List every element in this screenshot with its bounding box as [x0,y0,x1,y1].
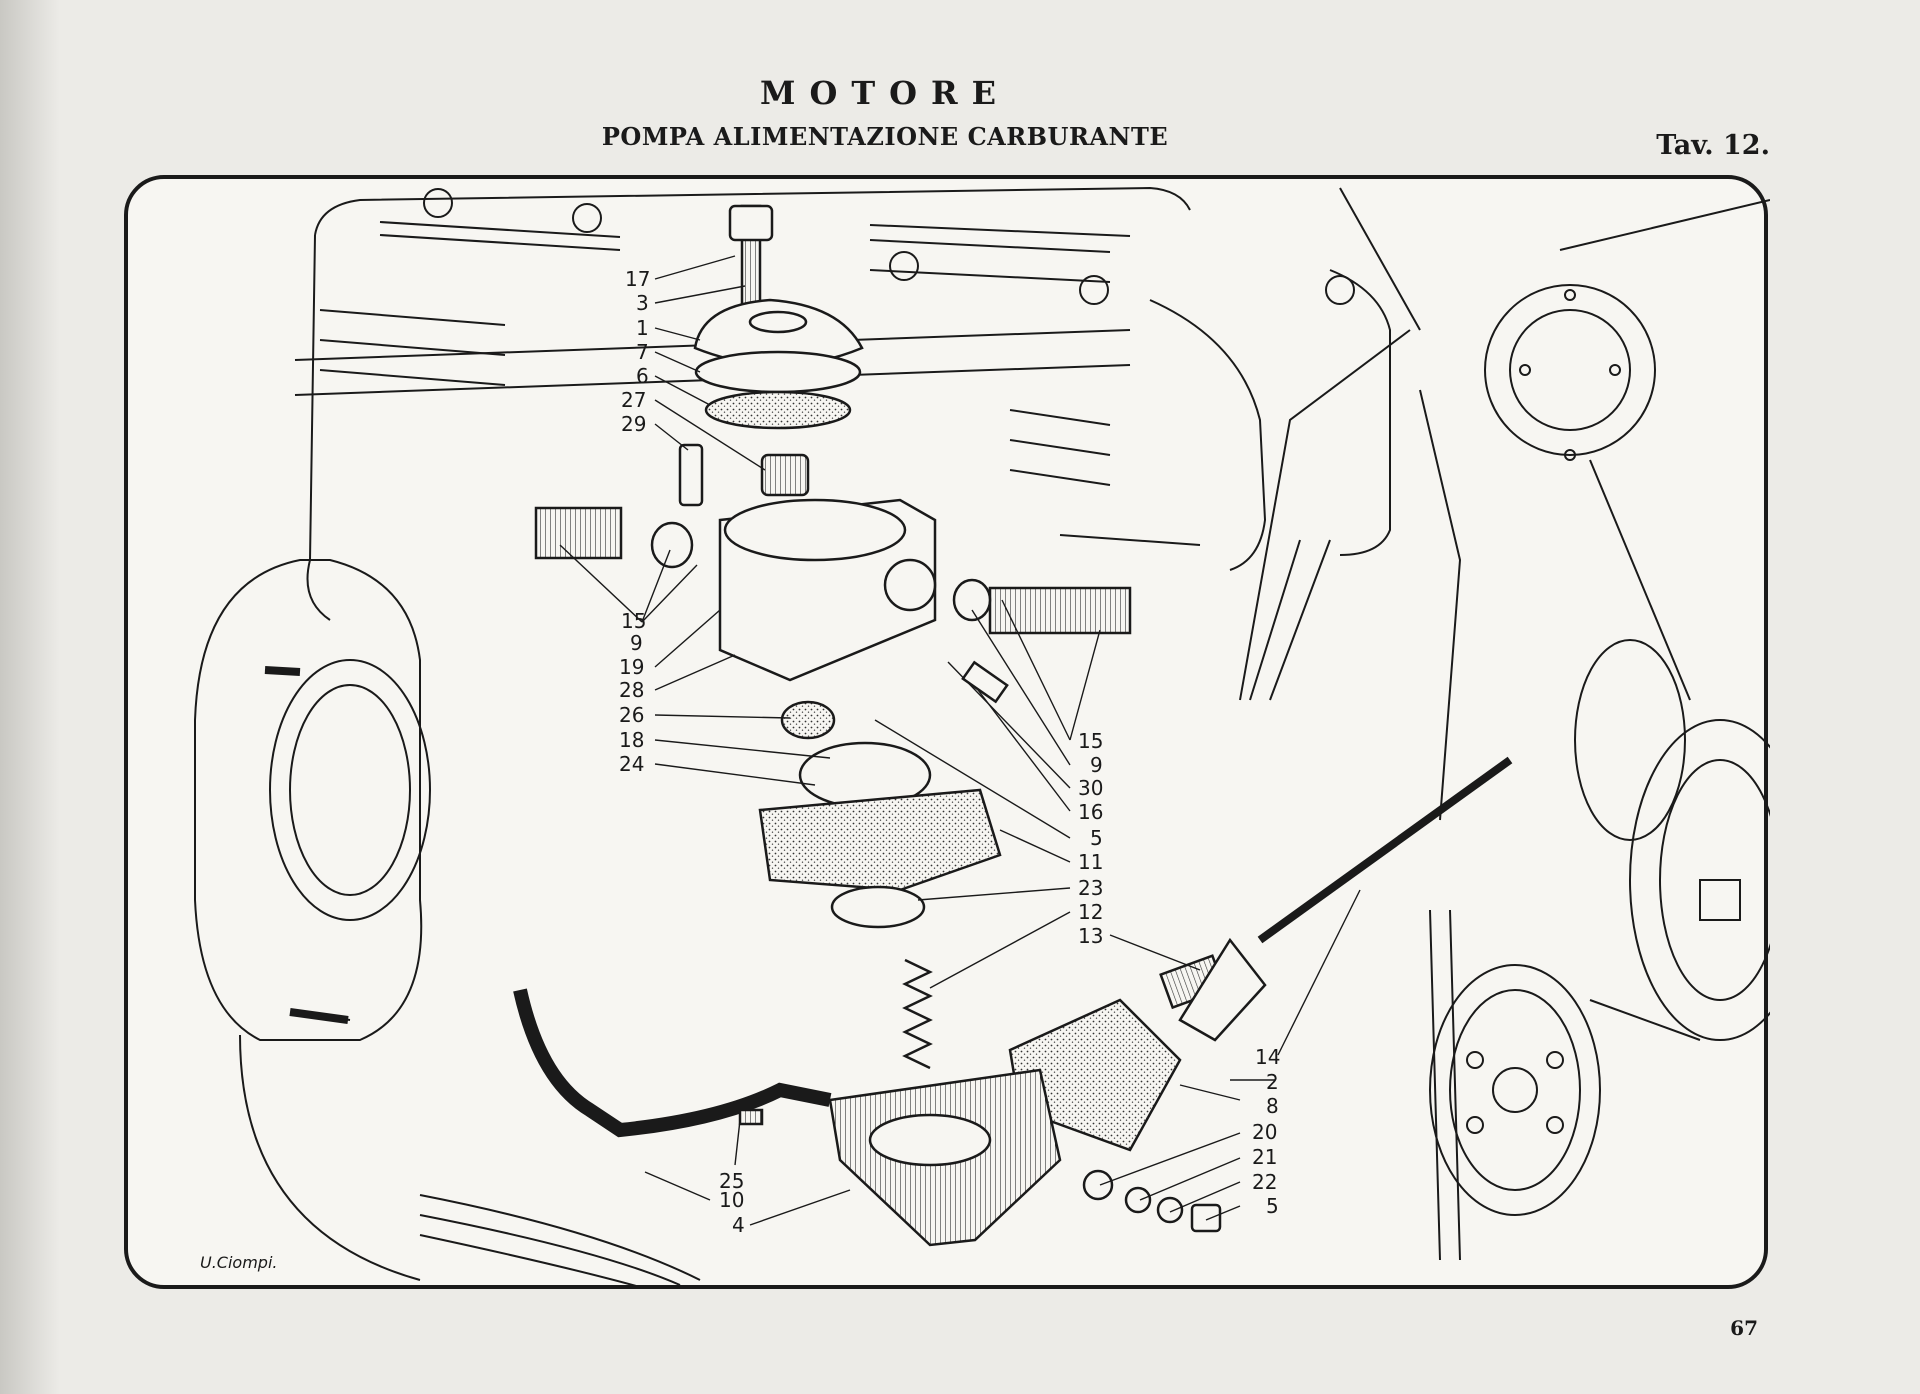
callout-8: 8 [1266,1094,1279,1118]
part-lower-diaphragm [830,885,926,929]
part-nut-5 [1190,1203,1222,1233]
part-pump-lower-body [758,788,1002,892]
callout-16: 16 [1078,800,1103,824]
callout-19: 19 [619,655,644,679]
part-washer-right [952,578,992,622]
page-binding-shadow [0,0,60,1394]
callout-10: 10 [719,1188,744,1212]
part-washer-21 [1124,1186,1152,1214]
callout-21: 21 [1252,1145,1277,1169]
page-number: 67 [1730,1316,1758,1340]
callout-7: 7 [636,340,649,364]
callout-4: 4 [732,1213,745,1237]
callout-2: 2 [1266,1070,1279,1094]
part-hand-lever [513,988,832,1138]
part-key-25 [738,1108,764,1126]
part-banjo-bolt-left [534,506,623,560]
callout-5: 5 [1266,1194,1279,1218]
callout-3: 3 [636,291,649,315]
part-valve [780,700,836,740]
illustrator-signature: U.Ciompi. [200,1253,277,1272]
part-small-screw [961,660,1009,704]
callout-11: 11 [1078,850,1103,874]
part-screw [678,443,704,507]
part-pivot-shaft [1257,756,1513,944]
callout-17: 17 [625,267,650,291]
callout-28: 28 [619,678,644,702]
callout-1: 1 [636,316,649,340]
plate-reference: Tav. 12. [1656,130,1770,161]
callout-5: 5 [1090,826,1103,850]
callout-22: 22 [1252,1170,1277,1194]
callout-13: 13 [1078,924,1103,948]
part-rocker-arm [1178,937,1267,1042]
callout-15: 15 [621,609,646,633]
callout-29: 29 [621,412,646,436]
callout-23: 23 [1078,876,1103,900]
part-spring [902,958,933,1070]
callout-9: 9 [1090,753,1103,777]
callout-9: 9 [630,631,643,655]
part-lock-washer-22 [1156,1196,1184,1224]
callout-leader-lines [559,255,1361,1226]
callout-numbers: 17 3 1 7 6 27 29 15 9 19 28 26 18 24 15 … [619,267,1280,1237]
part-valve-plug [760,453,810,497]
callout-14: 14 [1255,1045,1280,1069]
section-subtitle: POMPA ALIMENTAZIONE CARBURANTE [601,122,1169,151]
exploded-parts-diagram: 17 3 1 7 6 27 29 15 9 19 28 26 18 24 15 … [124,175,1770,1289]
section-title: MOTORE [760,74,1010,112]
callout-27: 27 [621,388,646,412]
callout-6: 6 [636,364,649,388]
callout-18: 18 [619,728,644,752]
callout-30: 30 [1078,776,1103,800]
plate-frame [124,175,1768,1289]
callout-20: 20 [1252,1120,1277,1144]
part-washer-20 [1082,1169,1114,1201]
part-washer-left [650,521,694,569]
part-filter-screen [704,390,852,430]
callout-15: 15 [1078,729,1103,753]
callout-12: 12 [1078,900,1103,924]
part-cover-nut [728,204,774,242]
fuel-pump-parts [264,204,1513,1247]
part-banjo-bolt-right [988,586,1132,635]
callout-25: 25 [719,1169,744,1193]
callout-26: 26 [619,703,644,727]
callout-24: 24 [619,752,644,776]
part-cover-gasket [694,350,862,394]
